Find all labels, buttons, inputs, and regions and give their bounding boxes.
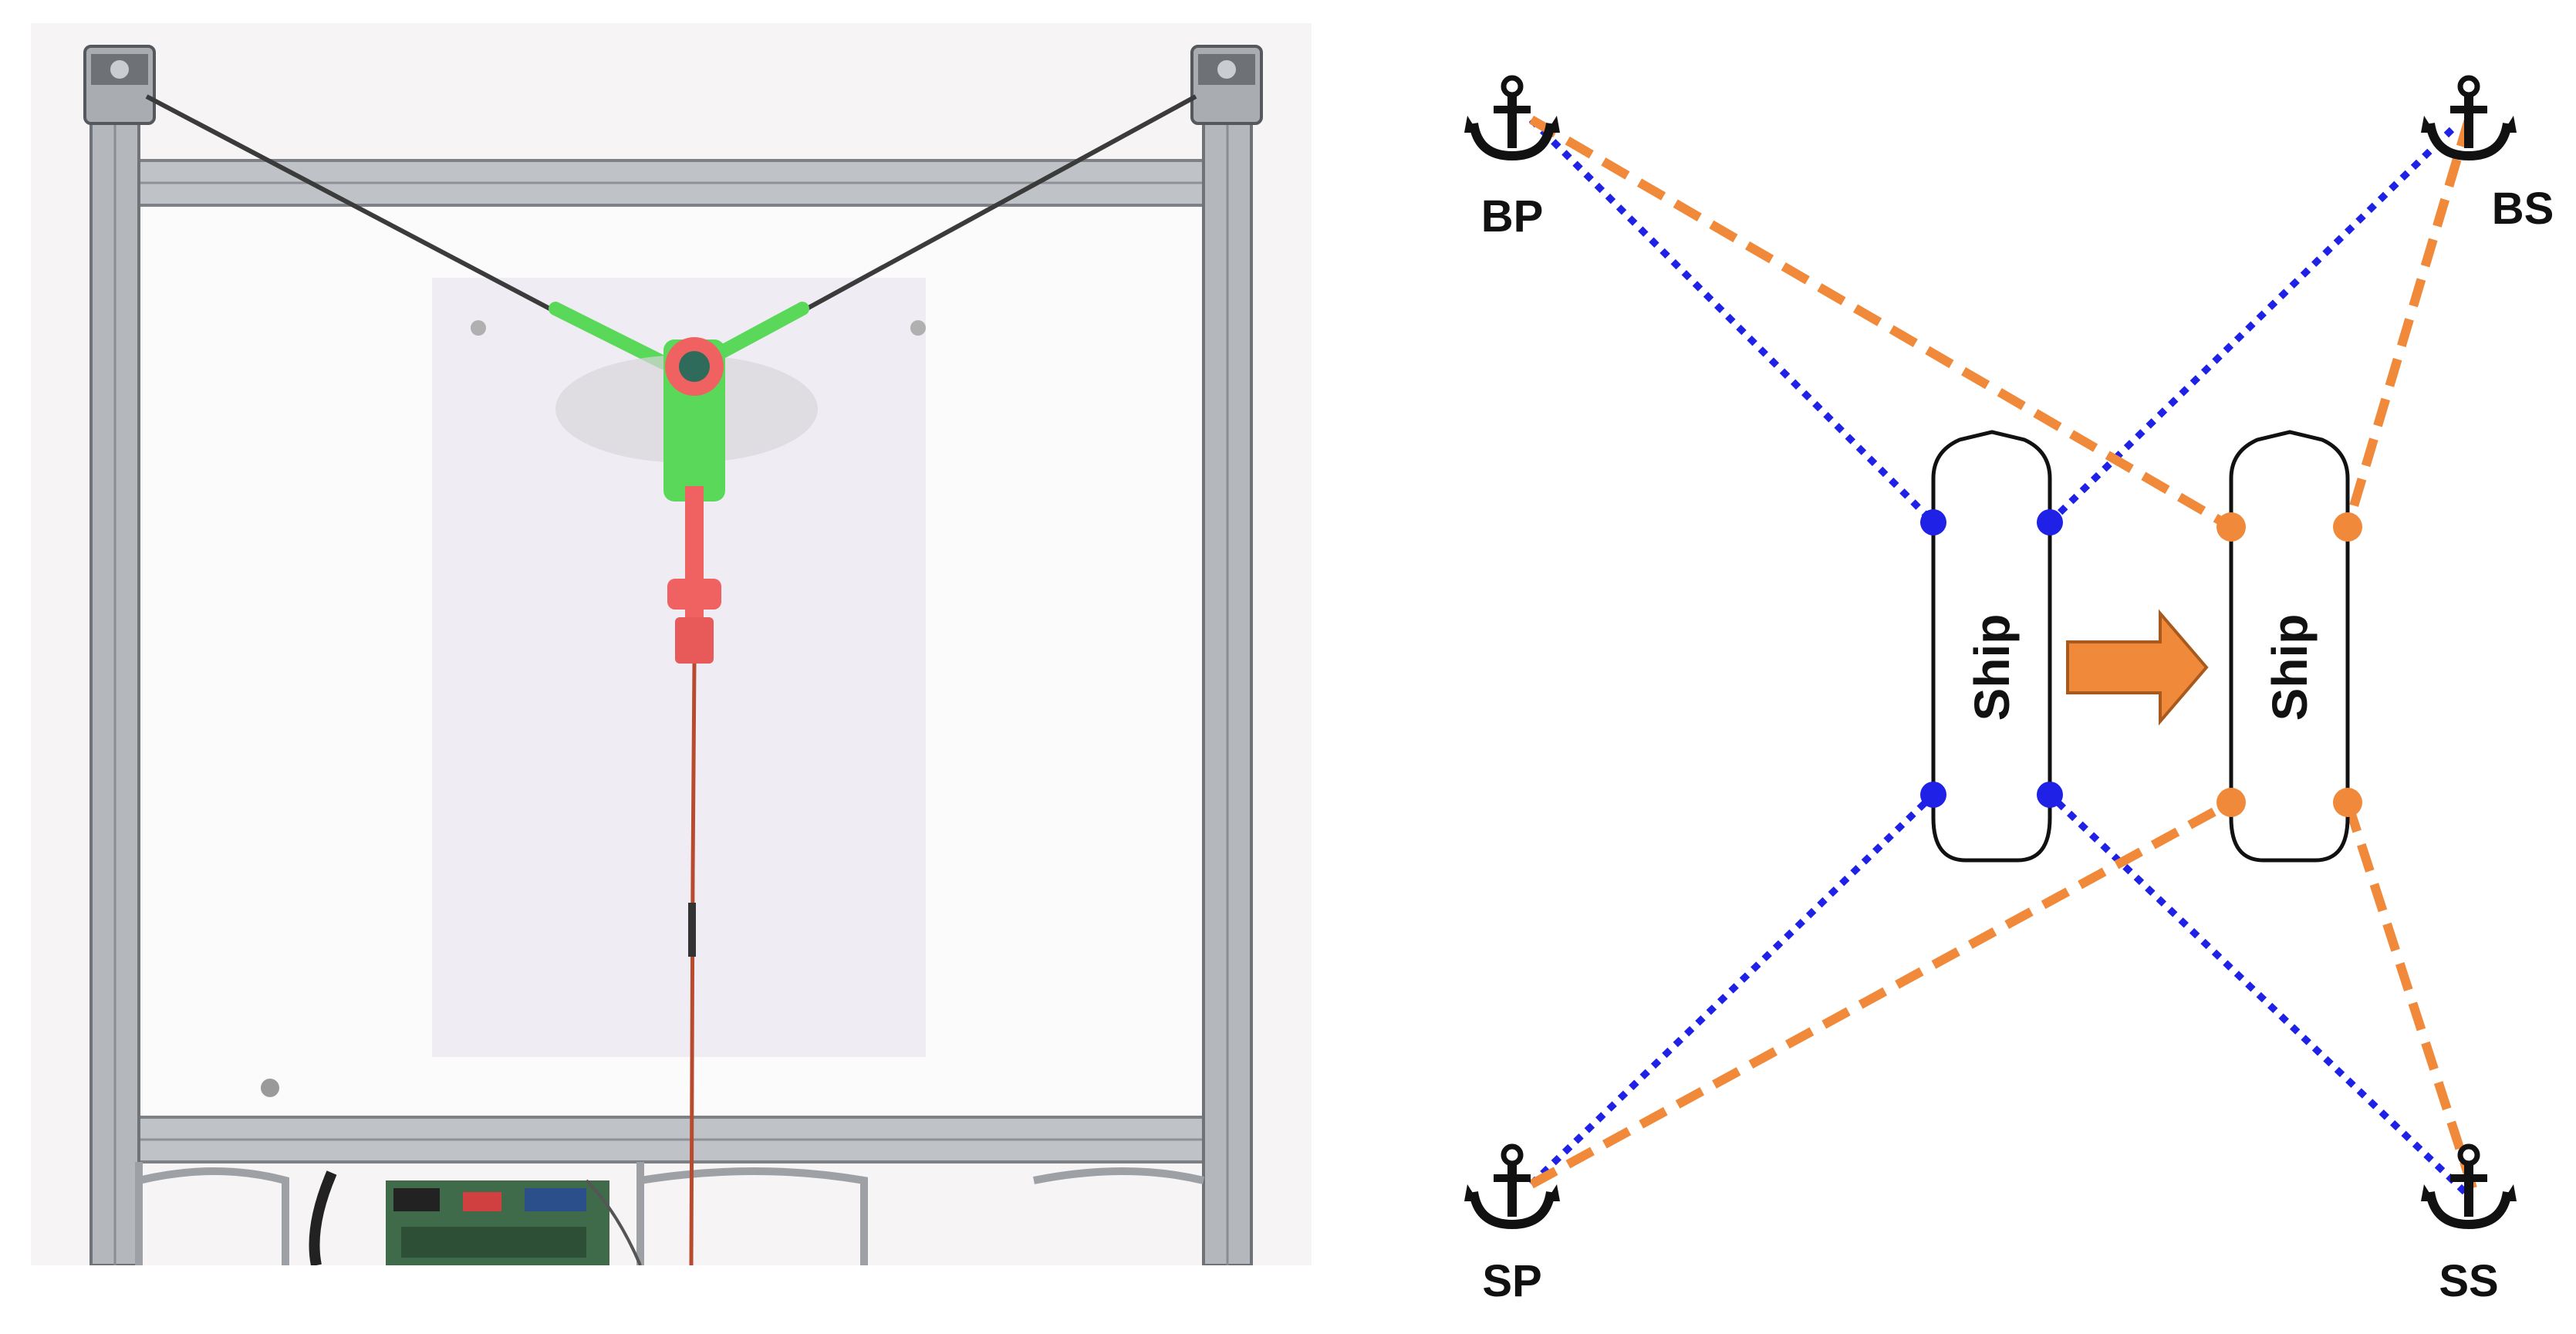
line-bs-after bbox=[2343, 118, 2473, 529]
ship-after: Ship bbox=[2229, 430, 2350, 863]
right-motor bbox=[1190, 45, 1263, 125]
ship-hull bbox=[1931, 430, 2052, 863]
line-bp-before bbox=[1528, 117, 1936, 525]
line-sp-before bbox=[1528, 792, 1936, 1187]
anchor-icon bbox=[1464, 78, 1560, 156]
after-mooring-lines bbox=[1528, 115, 2477, 1190]
before-attachment-points bbox=[1920, 509, 2063, 808]
anchor-bp: BP bbox=[1464, 78, 1560, 241]
anchor-sp: SP bbox=[1464, 1147, 1560, 1306]
anchor-bs-label: BS bbox=[2492, 184, 2554, 234]
anchor-ss: SS bbox=[2421, 1147, 2517, 1306]
controller-board bbox=[386, 1180, 609, 1265]
mooring-diagram: Ship Ship BP BS bbox=[1420, 0, 2576, 1330]
attachment-point bbox=[2037, 782, 2063, 808]
line-ss-after bbox=[2343, 801, 2477, 1190]
attachment-point bbox=[2037, 509, 2063, 535]
left-motor bbox=[83, 45, 156, 125]
ship-before-label: Ship bbox=[1964, 614, 2020, 721]
attachment-point bbox=[1920, 509, 1946, 535]
ship-hull bbox=[2229, 430, 2350, 863]
anchor-bs: BS bbox=[2421, 78, 2554, 234]
end-effector bbox=[663, 337, 725, 664]
cable-robot-photo-icon bbox=[31, 23, 1312, 1265]
anchor-icon bbox=[2421, 1147, 2517, 1224]
attachment-point bbox=[1920, 782, 1946, 808]
anchor-ss-label: SS bbox=[2439, 1256, 2498, 1306]
attachment-point bbox=[2333, 788, 2362, 817]
anchor-sp-label: SP bbox=[1482, 1256, 1541, 1306]
after-attachment-points bbox=[2216, 512, 2362, 817]
attachment-point bbox=[2216, 788, 2246, 817]
right-arrow-icon bbox=[2066, 609, 2209, 726]
left-cable bbox=[145, 94, 588, 330]
signal-wire bbox=[689, 663, 697, 1265]
attachment-point bbox=[2333, 512, 2362, 542]
anchor-icon bbox=[1464, 1147, 1560, 1224]
ship-after-label: Ship bbox=[2262, 614, 2318, 721]
attachment-point bbox=[2216, 512, 2246, 542]
anchor-icon bbox=[2421, 78, 2517, 156]
ship-before: Ship bbox=[1931, 430, 2052, 863]
anchor-bp-label: BP bbox=[1481, 191, 1544, 241]
line-sp-after bbox=[1529, 798, 2233, 1189]
right-cable bbox=[770, 94, 1197, 330]
mooring-diagram-svg: Ship Ship BP BS bbox=[1420, 0, 2554, 1306]
cable-robot-photo bbox=[31, 23, 1312, 1265]
line-bp-after bbox=[1528, 115, 2234, 532]
